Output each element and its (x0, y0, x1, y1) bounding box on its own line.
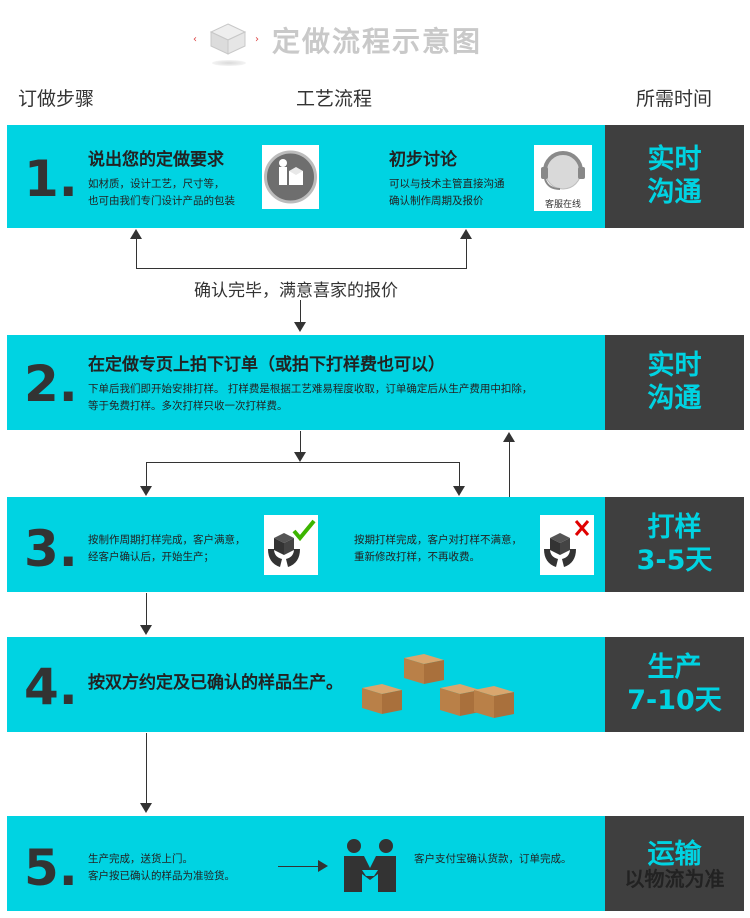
customer-service-icon: 客服在线 (534, 145, 592, 211)
arrow-down (294, 322, 306, 332)
step-5-left-line-2: 客户按已确认的样品为准验货。 (88, 870, 235, 882)
arrow-down (294, 452, 306, 462)
step-2-time-line2: 沟通 (647, 382, 702, 414)
step-1-right-line-2: 确认制作周期及报价 (389, 195, 484, 207)
chevron-right-icon: › (255, 34, 259, 45)
step-2-time-line1: 实时 (647, 350, 702, 382)
connector-line (146, 593, 147, 625)
connector-line (466, 238, 467, 268)
step-4-heading: 按双方约定及已确认的样品生产。 (88, 673, 343, 693)
step-3-right-line-2: 重新修改打样，不再收费。 (354, 551, 480, 563)
step-1-left-line-1: 如材质，设计工艺，尺寸等， (88, 178, 225, 190)
request-icon (262, 145, 319, 209)
retry-line (509, 441, 510, 497)
arrow-line (278, 866, 318, 867)
step-2-number: 2. (24, 355, 78, 413)
step-1-left-line-2: 也可由我们专门设计产品的包装 (88, 195, 235, 207)
step-5-left-line-1: 生产完成，送货上门。 (88, 853, 193, 865)
step-5-band (7, 816, 605, 911)
step-3-time: 打样 3-5天 (605, 497, 744, 592)
confirm-label: 确认完毕，满意喜家的报价 (194, 281, 398, 301)
handshake-icon (338, 836, 402, 894)
step-3-left-line-2: 经客户确认后，开始生产； (88, 551, 214, 563)
step-1-time: 实时 沟通 (605, 125, 744, 228)
arrow-up-retry (503, 432, 515, 442)
step-1-right-line-1: 可以与技术主管直接沟通 (389, 178, 505, 190)
column-header-process-flow: 工艺流程 (296, 88, 373, 110)
step-2-band (7, 335, 605, 430)
step-1-left-heading: 说出您的定做要求 (88, 150, 224, 170)
step-3-time-line2: 3-5天 (636, 544, 713, 576)
service-label: 客服在线 (544, 200, 581, 210)
step-3-left-line-1: 按制作周期打样完成，客户满意， (88, 534, 246, 546)
arrow-up-left (130, 229, 142, 239)
approve-box-icon (264, 515, 318, 575)
step-3-time-line1: 打样 (647, 512, 702, 544)
step-3-number: 3. (24, 520, 78, 578)
connector-line (146, 462, 460, 463)
step-4-time: 生产 7-10天 (605, 637, 744, 732)
column-header-time-needed: 所需时间 (636, 88, 713, 110)
arrow-down-left (140, 486, 152, 496)
arrow-down-right (453, 486, 465, 496)
step-1-time-line1: 实时 (647, 144, 702, 176)
step-4-number: 4. (24, 658, 78, 716)
step-5-right-line-1: 客户支付宝确认货款，订单完成。 (414, 853, 572, 865)
arrow-up-right (460, 229, 472, 239)
step-2-line-1: 下单后我们即开始安排打样。 打样费是根据工艺难易程度收取，订单确定后从生产费用中… (88, 383, 533, 395)
step-2-line-2: 等于免费打样。多次打样只收一次打样费。 (88, 400, 288, 412)
step-5-time-line1: 运输 (647, 838, 702, 870)
step-5-time: 运输 以物流为准 (605, 816, 744, 911)
connector-line (300, 300, 301, 322)
package-logo-icon (208, 22, 248, 56)
connector-line (146, 733, 147, 803)
connector-line (146, 462, 147, 486)
page-title: 定做流程示意图 (272, 25, 483, 58)
connector-line (136, 238, 137, 268)
step-2-heading: 在定做专页上拍下订单（或拍下打样费也可以） (88, 355, 445, 375)
reject-box-icon (540, 515, 594, 575)
connector-line (459, 462, 460, 486)
logo-shadow (212, 60, 246, 66)
column-header-order-steps: 订做步骤 (18, 88, 95, 110)
connector-line (136, 268, 467, 269)
connector-line (300, 431, 301, 453)
step-3-right-line-1: 按期打样完成，客户对打样不满意， (354, 534, 522, 546)
step-5-time-line2: 以物流为准 (624, 867, 725, 892)
step-4-band (7, 637, 605, 732)
cardboard-boxes-icon (360, 650, 520, 722)
step-5-number: 5. (24, 839, 78, 897)
step-2-time: 实时 沟通 (605, 335, 744, 430)
step-1-number: 1. (24, 150, 78, 208)
arrow-down (140, 625, 152, 635)
chevron-left-icon: ‹ (193, 34, 197, 45)
arrow-down (140, 803, 152, 813)
step-1-right-heading: 初步讨论 (389, 150, 457, 170)
step-4-time-line2: 7-10天 (627, 684, 722, 716)
step-1-time-line2: 沟通 (647, 176, 702, 208)
arrow-right (318, 860, 328, 872)
step-4-time-line1: 生产 (647, 652, 702, 684)
